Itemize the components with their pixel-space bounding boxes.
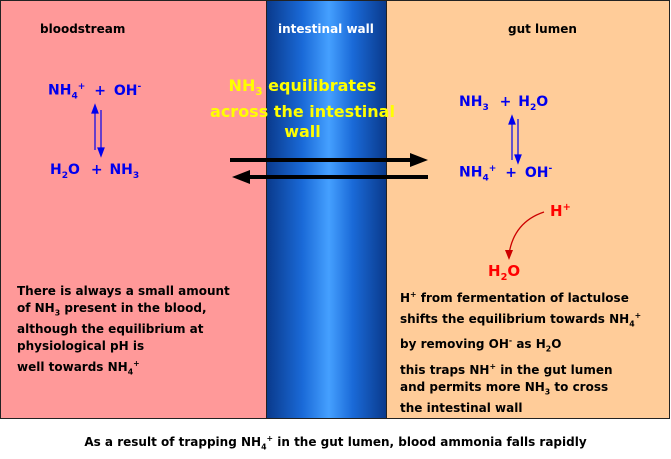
water-label: H2O bbox=[488, 262, 521, 283]
intestinal-wall-header: intestinal wall bbox=[278, 22, 374, 36]
lumen-note: H+ from fermentation of lactulose shifts… bbox=[400, 290, 642, 416]
blood-equation-top: NH4+ + OH- bbox=[48, 82, 142, 102]
gut-lumen-panel bbox=[387, 0, 670, 419]
gut-lumen-header: gut lumen bbox=[508, 22, 577, 36]
lumen-equilibrium-arrows bbox=[508, 114, 522, 165]
blood-equilibrium-arrows bbox=[91, 103, 105, 158]
equilibration-banner: NH3 equilibrates across the intestinal w… bbox=[210, 76, 395, 142]
blood-note: There is always a small amount of NH3 pr… bbox=[17, 284, 230, 377]
proton-arrow bbox=[508, 211, 545, 255]
bloodstream-header: bloodstream bbox=[40, 22, 126, 36]
footer-caption: As a result of trapping NH4+ in the gut … bbox=[84, 434, 587, 452]
lumen-equation-bottom: NH4+ + OH- bbox=[459, 164, 553, 184]
blood-equation-bottom: H2O + NH3 bbox=[50, 162, 140, 181]
proton-label: H+ bbox=[550, 202, 571, 220]
wall-transfer-arrows bbox=[230, 153, 428, 184]
bloodstream-panel bbox=[0, 0, 266, 419]
lumen-equation-top: NH3 + H2O bbox=[459, 94, 549, 113]
intestinal-wall-panel bbox=[266, 0, 387, 419]
